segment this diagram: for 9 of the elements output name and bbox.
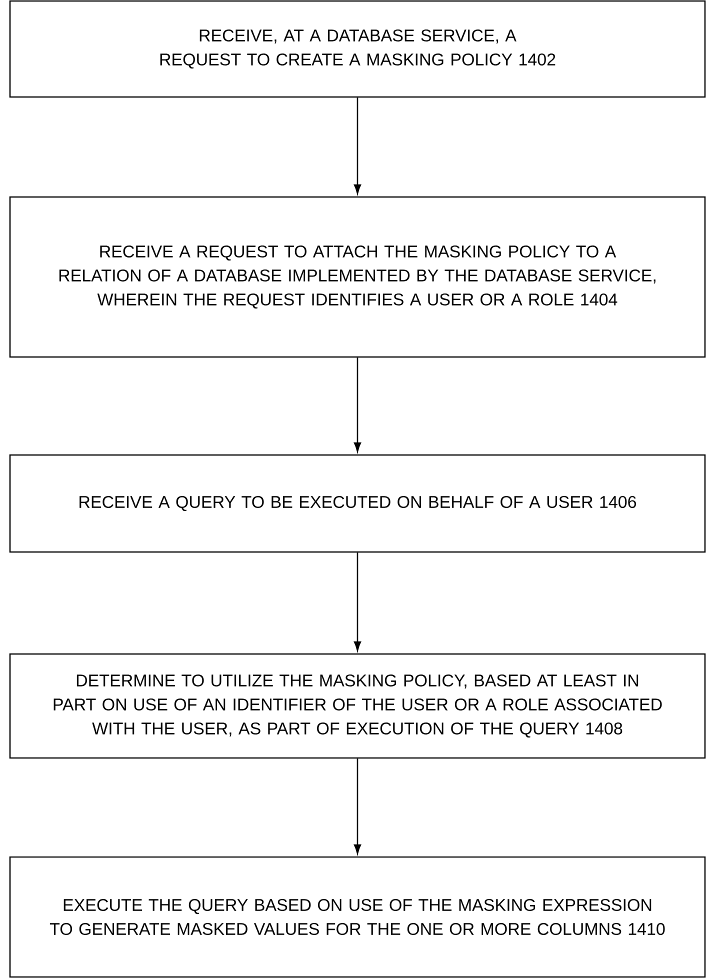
arrow <box>354 358 362 452</box>
process-box: DETERMINE TO UTILIZE THE MASKING POLICY, BASED AT LEAST IN PART ON USE OF AN IDENTIFIER OF THE USER OR A ROLE ASSOCIATED WITH THE USER, AS PART OF EXECUTION OF THE QUERY 1408 <box>9 653 706 759</box>
process-box: RECEIVE, AT A DATABASE SERVICE, A REQUEST TO CREATE A MASKING POLICY 1402 <box>9 0 706 98</box>
process-box: EXECUTE THE QUERY BASED ON USE OF THE MASKING EXPRESSION TO GENERATE MASKED VALUES FOR THE ONE OR MORE COLUMNS 1410 <box>9 856 706 978</box>
arrow <box>354 98 362 194</box>
process-box: RECEIVE A QUERY TO BE EXECUTED ON BEHALF OF A USER 1406 <box>9 454 706 553</box>
arrow <box>354 552 362 651</box>
arrow <box>354 758 362 854</box>
process-box: RECEIVE A REQUEST TO ATTACH THE MASKING POLICY TO A RELATION OF A DATABASE IMPLEMENTED BY THE DATABASE SERVICE, WHEREIN THE REQUEST IDENTIFIES A USER OR A ROLE 1404 <box>9 196 706 358</box>
